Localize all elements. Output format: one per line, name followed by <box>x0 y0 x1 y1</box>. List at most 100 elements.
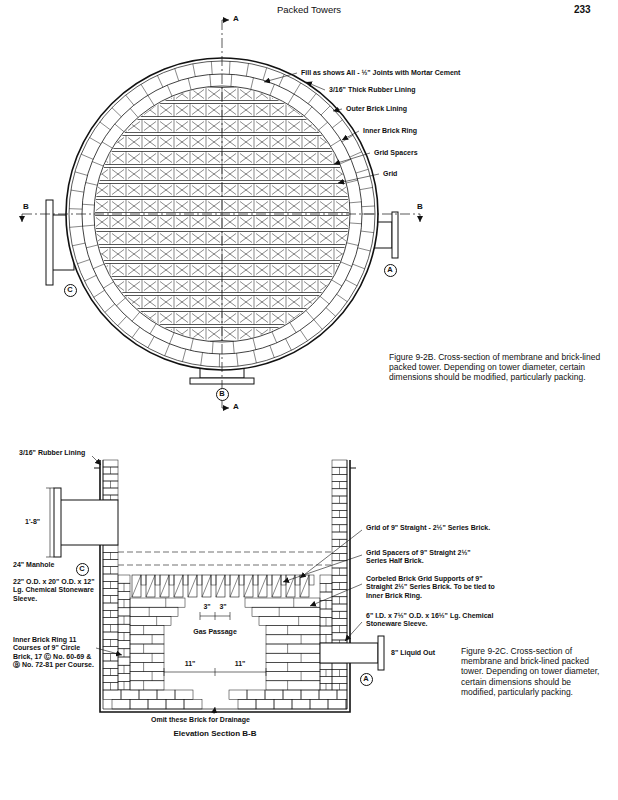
reference-circle: C <box>64 284 77 297</box>
wall-brick <box>103 460 118 467</box>
wall-brick <box>332 554 347 561</box>
callout-label: Fill as shows All - ½" Joints with Morta… <box>300 69 461 77</box>
grid-spacer <box>176 346 188 355</box>
grid-spacer <box>190 136 191 149</box>
wall-brick <box>118 575 130 583</box>
grid-spacer <box>318 280 319 293</box>
brick-joint <box>342 135 353 142</box>
brick-joint <box>110 596 111 603</box>
grid-spacer <box>286 232 287 245</box>
grid-spacer <box>144 186 156 195</box>
grid-spacer <box>192 186 204 195</box>
brick-joint <box>124 583 125 591</box>
leader-line <box>342 131 359 140</box>
reference-circle: C <box>76 563 89 576</box>
floor-brick <box>283 690 301 700</box>
grid-spacer <box>158 120 159 133</box>
grid-spacer <box>158 72 159 85</box>
grid-spacer <box>96 122 108 131</box>
grid-spacer <box>272 250 284 259</box>
grid-spacer <box>254 120 255 133</box>
grid-spacer <box>208 138 220 147</box>
grid-spacer <box>80 282 92 291</box>
brick-joint <box>92 162 103 166</box>
grid-spacer <box>208 186 220 195</box>
grid-spacer <box>318 248 319 261</box>
grid-spacer <box>304 314 316 323</box>
brick-joint <box>341 262 352 266</box>
grid-spacer <box>334 280 335 293</box>
grid-spacer <box>110 344 111 357</box>
grid-spacer <box>320 282 332 291</box>
brick-joint <box>339 568 340 575</box>
grid-spacer <box>224 218 236 227</box>
grid-spacer <box>240 170 252 179</box>
grid-spacer <box>288 138 300 147</box>
wall-brick <box>103 639 118 646</box>
grid-spacer <box>272 314 284 323</box>
brick-joint <box>233 342 234 354</box>
grid-spacer <box>336 138 348 147</box>
grid-spacer <box>256 138 268 147</box>
grid-spacer <box>288 122 300 131</box>
grid-spacer <box>206 344 207 357</box>
wall-brick <box>103 581 118 588</box>
grid-spacer <box>128 138 140 147</box>
grid-spacer <box>78 88 79 101</box>
grid-spacer <box>304 170 316 179</box>
grid-spacer <box>94 296 95 309</box>
grid-spacer <box>206 264 207 277</box>
grid-spacer <box>288 186 300 195</box>
wall-brick <box>103 596 118 603</box>
outlet-flange <box>378 636 384 670</box>
wall-brick <box>118 673 130 681</box>
floor-brick <box>229 690 247 700</box>
grid-spacer <box>96 218 108 227</box>
grid-spacer <box>336 122 348 131</box>
grid-spacer <box>80 314 92 323</box>
grid-spacer <box>144 170 156 179</box>
grid-spacer <box>110 248 111 261</box>
grid-spacer <box>190 216 191 229</box>
wall-brick <box>118 583 130 591</box>
grid-spacer <box>208 282 220 291</box>
brick-joint <box>251 78 254 90</box>
grid-spacer <box>352 186 364 195</box>
packing-level <box>118 565 332 566</box>
grid-spacer <box>96 330 108 339</box>
leader-line <box>92 456 101 465</box>
grid-spacer <box>78 312 79 325</box>
grid-spacer <box>158 184 159 197</box>
grid-spacer <box>208 218 220 227</box>
grid-spacer <box>96 186 108 195</box>
grid-spacer <box>270 88 271 101</box>
grid-spacer <box>320 170 332 179</box>
grid-spacer <box>288 250 300 259</box>
grid-spacer <box>304 138 316 147</box>
outlet-flange <box>392 212 398 258</box>
grid-spacer <box>256 202 268 211</box>
grid-spacer <box>206 296 207 309</box>
grid-spacer <box>256 266 268 275</box>
grid-spacer <box>224 218 236 227</box>
wall-brick <box>332 663 347 670</box>
grid-spacer <box>240 106 252 115</box>
wall-brick <box>118 641 130 649</box>
grid-spacer <box>144 202 156 211</box>
grid-spacer <box>270 184 271 197</box>
grid-spacer <box>224 234 236 243</box>
callout-label: Omit these Brick for Drainage <box>150 716 251 724</box>
grid-spacer <box>256 154 268 163</box>
brick-joint <box>124 600 125 608</box>
grid-spacer <box>190 168 191 181</box>
grid-spacer <box>336 122 348 131</box>
grid-spacer <box>96 170 108 179</box>
grid-spacer <box>96 314 108 323</box>
grid-spacer <box>206 88 207 101</box>
grid-spacer <box>142 104 143 117</box>
brick-joint <box>346 280 357 286</box>
grid-spacer <box>96 298 108 307</box>
grid-spacer <box>256 314 268 323</box>
grid-spacer <box>112 186 124 195</box>
wall-brick <box>103 567 118 574</box>
